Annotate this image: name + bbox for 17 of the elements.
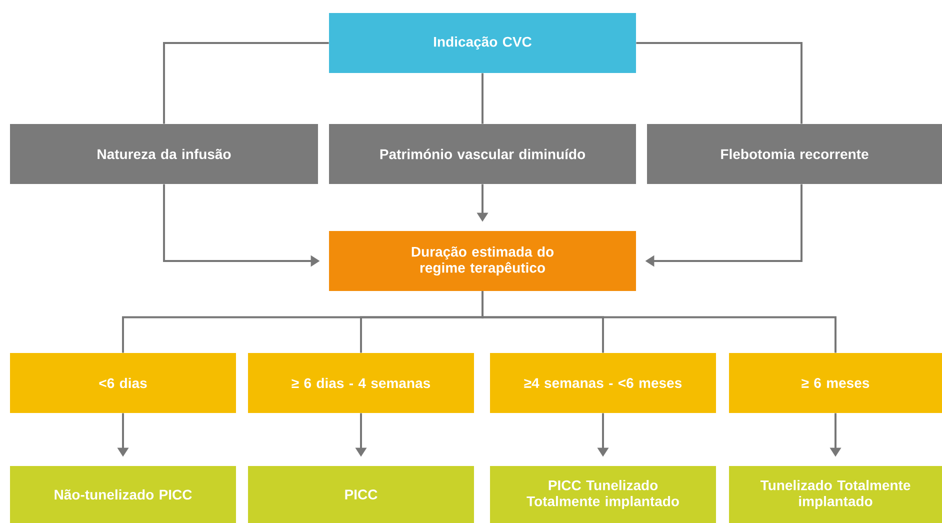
connector-line — [482, 291, 836, 353]
process-box: Duração estimada do regime terapêutico — [329, 231, 636, 291]
result-box: Não-tunelizado PICC — [10, 466, 236, 523]
connector-line — [636, 42, 802, 124]
result-box: PICC Tunelizado Totalmente implantado — [490, 466, 716, 523]
duration-box: <6 dias — [10, 353, 236, 413]
criterion-box: Flebotomia recorrente — [647, 124, 942, 184]
criterion-box: Natureza da infusão — [10, 124, 318, 184]
duration-box: ≥4 semanas - <6 meses — [490, 353, 716, 413]
connector-line — [163, 42, 329, 124]
result-box: PICC — [248, 466, 474, 523]
duration-box: ≥ 6 meses — [729, 353, 942, 413]
result-box: Tunelizado Totalmente implantado — [729, 466, 942, 523]
connector-line — [482, 73, 484, 124]
duration-box: ≥ 6 dias - 4 semanas — [248, 353, 474, 413]
heading-box: Indicação CVC — [329, 13, 636, 73]
criterion-box: Património vascular diminuído — [329, 124, 636, 184]
